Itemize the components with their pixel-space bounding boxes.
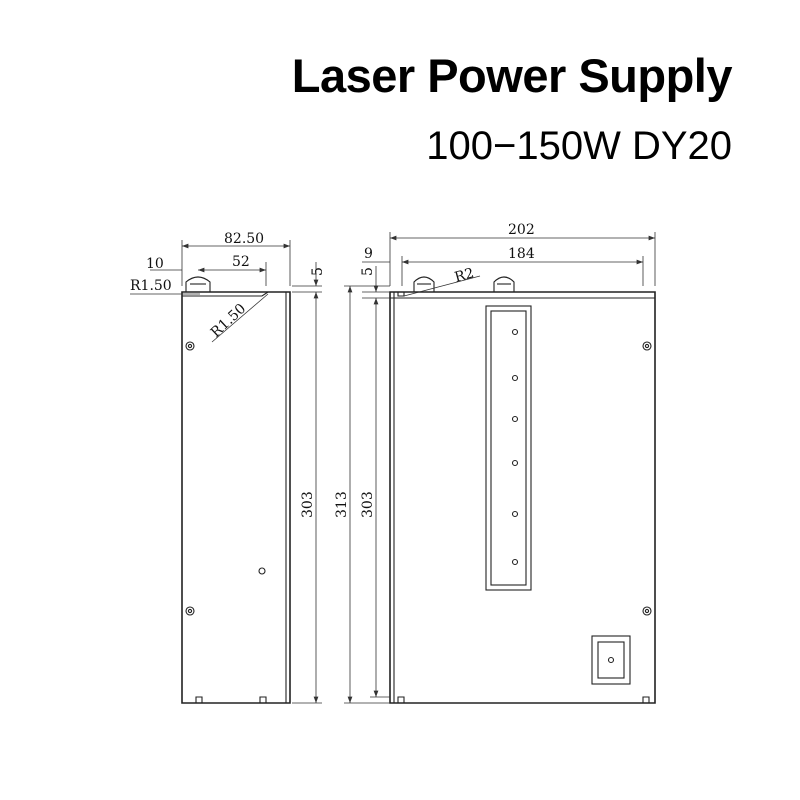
terminal-4: [511, 459, 519, 467]
page-title: Laser Power Supply: [291, 49, 733, 102]
switch-inner: [597, 641, 625, 679]
front-dim-total-width: 202: [508, 222, 535, 238]
front-dim-body-height: 303: [360, 491, 376, 518]
front-screw-bottom: [642, 606, 652, 616]
side-dim-inner: 52: [232, 254, 250, 270]
front-screw-top: [642, 341, 652, 351]
front-top-notch: [397, 292, 405, 297]
side-dim-top: 5: [310, 267, 326, 276]
front-dim-radius: R2: [453, 265, 476, 285]
switch-dot: [607, 656, 615, 664]
side-dim-offset: 10: [146, 256, 164, 272]
side-dim-bevel: R1.50: [208, 301, 249, 341]
front-body-outline: [389, 291, 656, 704]
front-gland-left: [413, 276, 435, 292]
front-screw-top-center: [644, 343, 650, 349]
page-subtitle: 100−150W DY20: [426, 124, 732, 168]
front-dim-left-offset: 9: [364, 246, 373, 262]
side-screw-top: [185, 341, 195, 351]
switch-outer: [591, 635, 631, 685]
front-dim-top: 5: [360, 267, 376, 276]
front-foot-left: [397, 696, 405, 703]
front-view: 202 184 9 R2 5 313 303: [334, 222, 656, 704]
terminal-1: [511, 328, 519, 336]
side-hole: [258, 567, 266, 575]
front-gland-right: [493, 276, 515, 292]
side-foot-right: [259, 696, 267, 703]
terminal-3: [511, 415, 519, 423]
side-foot-left: [195, 696, 203, 703]
front-dim-total-height: 313: [334, 491, 350, 518]
terminal-2: [511, 374, 519, 382]
terminal-5: [511, 510, 519, 518]
side-dim-height: 303: [300, 491, 316, 518]
side-screw-bottom-center: [187, 608, 193, 614]
side-view: 82.50 52 10 R1.50 R1.50 5 303: [130, 231, 326, 704]
front-foot-right: [642, 696, 650, 703]
terminal-block-inner: [490, 310, 527, 586]
side-top-lip: [182, 291, 269, 297]
front-screw-bottom-center: [644, 608, 650, 614]
side-dim-width: 82.50: [224, 231, 264, 247]
front-dim-inner-width: 184: [508, 246, 535, 262]
terminal-block-outer: [485, 305, 532, 591]
side-screw-bottom: [185, 606, 195, 616]
side-body-outline: [181, 291, 291, 704]
side-gland: [185, 276, 211, 292]
side-dim-corner: R1.50: [130, 278, 172, 294]
side-screw-top-center: [187, 343, 193, 349]
terminal-6: [511, 558, 519, 566]
